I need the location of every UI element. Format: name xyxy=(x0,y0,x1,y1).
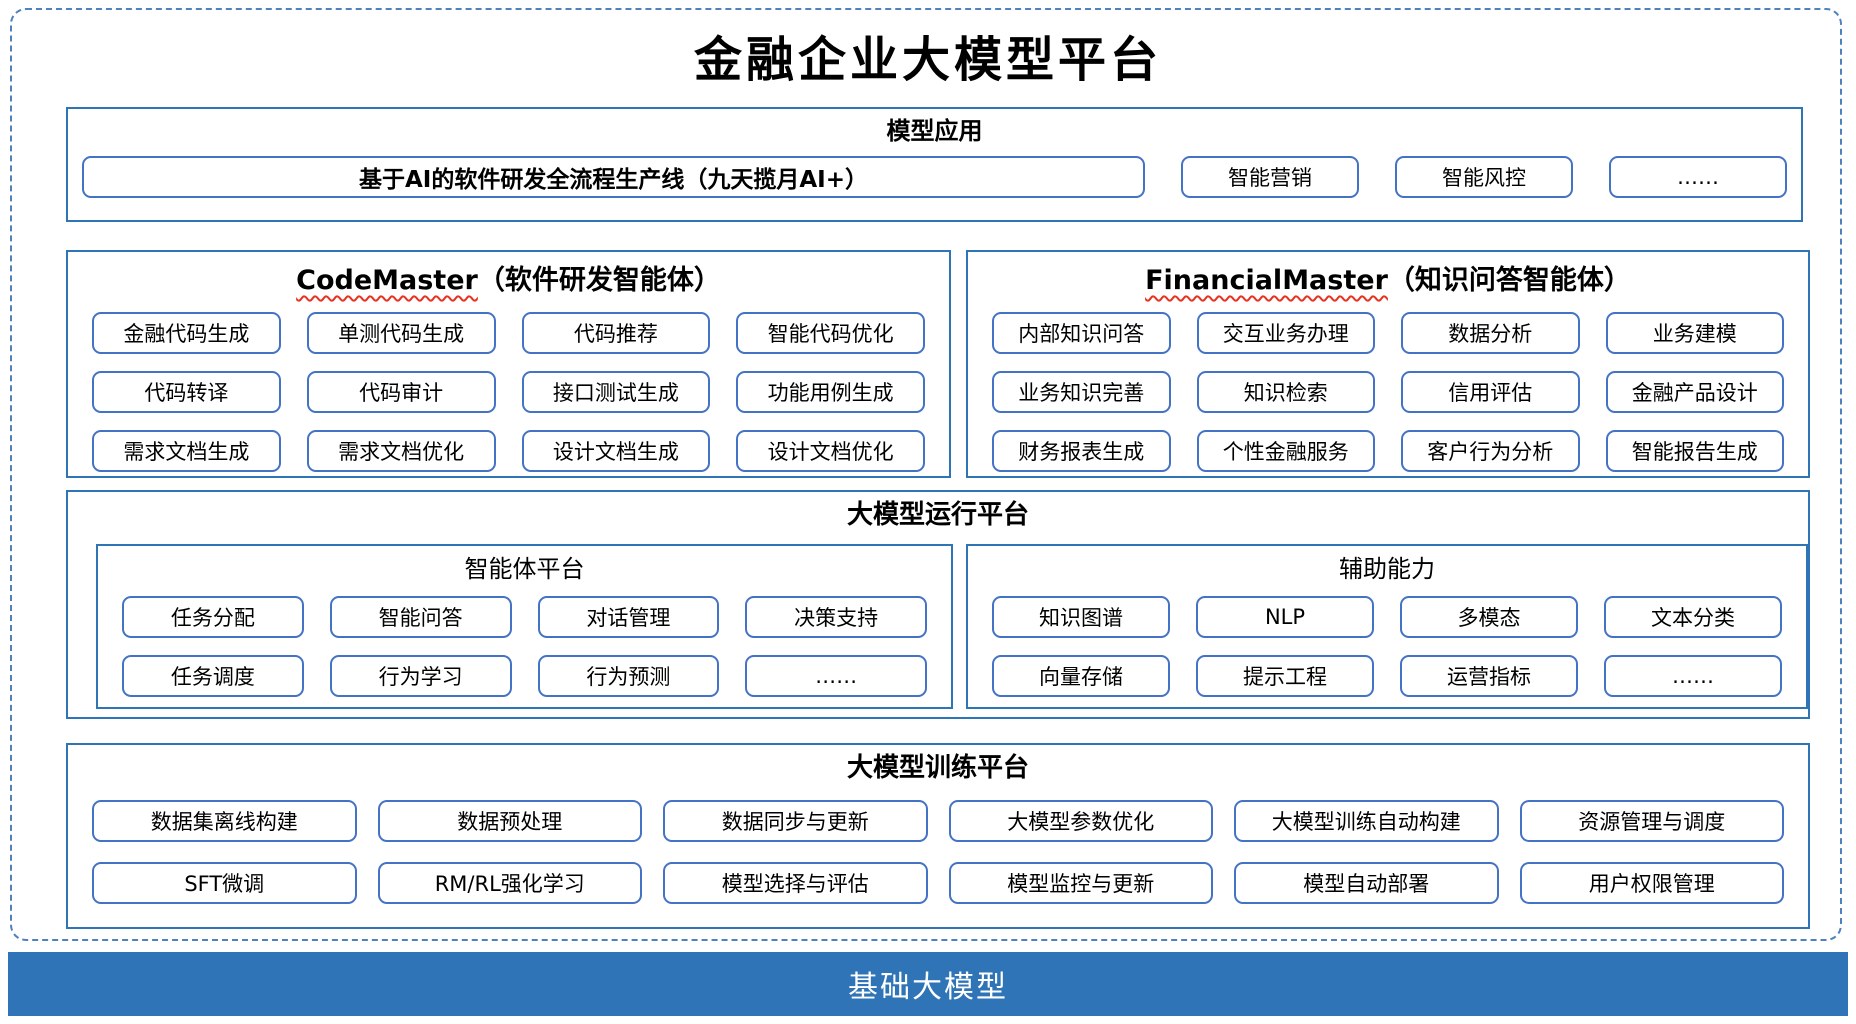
base-model-bar: 基础大模型 xyxy=(8,952,1848,1016)
training-platform-grid: 数据集离线构建 数据预处理 数据同步与更新 大模型参数优化 大模型训练自动构建 … xyxy=(92,800,1784,905)
capability-box: 行为学习 xyxy=(329,654,512,697)
capability-box: 文本分类 xyxy=(1604,595,1782,638)
capability-box: 数据分析 xyxy=(1401,311,1580,354)
capability-box: 单测代码生成 xyxy=(306,311,496,354)
runtime-platform-section: 大模型运行平台 智能体平台 任务分配 智能问答 对话管理 决策支持 任务调度 行… xyxy=(66,490,1810,719)
capability-box: 多模态 xyxy=(1400,595,1578,638)
capability-box: 智能代码优化 xyxy=(736,311,925,354)
capability-box: NLP xyxy=(1196,595,1374,638)
training-platform-section: 大模型训练平台 数据集离线构建 数据预处理 数据同步与更新 大模型参数优化 大模… xyxy=(66,743,1810,929)
capability-box: 业务知识完善 xyxy=(992,370,1171,413)
capability-box: 智能问答 xyxy=(329,595,512,638)
financialmaster-name: FinancialMaster xyxy=(1145,265,1388,296)
codemaster-section: CodeMaster（软件研发智能体） 金融代码生成 单测代码生成 代码推荐 智… xyxy=(66,250,951,478)
capability-box: 信用评估 xyxy=(1401,370,1580,413)
capability-box: 交互业务办理 xyxy=(1196,311,1375,354)
capability-box: 客户行为分析 xyxy=(1401,429,1580,472)
capability-box: 模型选择与评估 xyxy=(663,862,928,905)
capability-box: 金融代码生成 xyxy=(92,311,281,354)
capability-box: 模型自动部署 xyxy=(1234,862,1499,905)
capability-box: 用户权限管理 xyxy=(1519,862,1784,905)
capability-box: 知识图谱 xyxy=(992,595,1170,638)
auxiliary-capability-title: 辅助能力 xyxy=(1339,555,1435,583)
app-item-box-ellipsis: …… xyxy=(1609,155,1787,198)
model-application-title: 模型应用 xyxy=(886,117,983,145)
capability-box: 业务建模 xyxy=(1605,311,1784,354)
capability-box: 提示工程 xyxy=(1196,654,1374,697)
capability-box: 内部知识问答 xyxy=(992,311,1171,354)
codemaster-title: CodeMaster（软件研发智能体） xyxy=(68,264,949,298)
financialmaster-grid: 内部知识问答 交互业务办理 数据分析 业务建模 业务知识完善 知识检索 信用评估… xyxy=(992,311,1784,472)
capability-box: 资源管理与调度 xyxy=(1519,800,1784,843)
capability-box-ellipsis: …… xyxy=(1604,654,1782,697)
agent-platform-grid: 任务分配 智能问答 对话管理 决策支持 任务调度 行为学习 行为预测 …… xyxy=(122,595,927,697)
model-application-section: 模型应用 基于AI的软件研发全流程生产线（九天揽月AI+） 智能营销 智能风控 … xyxy=(66,107,1803,222)
capability-box: 行为预测 xyxy=(537,654,720,697)
codemaster-grid: 金融代码生成 单测代码生成 代码推荐 智能代码优化 代码转译 代码审计 接口测试… xyxy=(92,311,925,472)
capability-box: 决策支持 xyxy=(745,595,927,638)
capability-box: SFT微调 xyxy=(92,862,357,905)
capability-box: 接口测试生成 xyxy=(521,370,711,413)
financialmaster-section: FinancialMaster（知识问答智能体） 内部知识问答 交互业务办理 数… xyxy=(966,250,1810,478)
capability-box: 需求文档优化 xyxy=(306,429,496,472)
runtime-platform-title: 大模型运行平台 xyxy=(846,500,1029,530)
capability-box: 需求文档生成 xyxy=(92,429,281,472)
capability-box: 代码转译 xyxy=(92,370,281,413)
capability-box: 设计文档优化 xyxy=(736,429,925,472)
capability-box: 大模型参数优化 xyxy=(948,800,1213,843)
codemaster-name: CodeMaster xyxy=(296,265,478,296)
outer-dashed-frame xyxy=(10,8,1842,941)
capability-box: 数据同步与更新 xyxy=(663,800,928,843)
page-title: 金融企业大模型平台 xyxy=(693,32,1162,88)
capability-box: RM/RL强化学习 xyxy=(377,862,642,905)
capability-box: 金融产品设计 xyxy=(1605,370,1784,413)
capability-box: 数据预处理 xyxy=(377,800,642,843)
capability-box: 任务调度 xyxy=(122,654,304,697)
agent-platform-box: 智能体平台 任务分配 智能问答 对话管理 决策支持 任务调度 行为学习 行为预测… xyxy=(96,544,953,709)
capability-box: 任务分配 xyxy=(122,595,304,638)
capability-box: 代码推荐 xyxy=(521,311,711,354)
capability-box: 模型监控与更新 xyxy=(948,862,1213,905)
codemaster-subtitle: （软件研发智能体） xyxy=(477,265,721,296)
capability-box: 知识检索 xyxy=(1196,370,1375,413)
agent-platform-title: 智能体平台 xyxy=(464,555,585,583)
capability-box-ellipsis: …… xyxy=(745,654,927,697)
capability-box: 代码审计 xyxy=(306,370,496,413)
capability-box: 向量存储 xyxy=(992,654,1170,697)
capability-box: 财务报表生成 xyxy=(992,429,1171,472)
app-item-box: 智能营销 xyxy=(1181,155,1359,198)
capability-box: 数据集离线构建 xyxy=(92,800,357,843)
training-platform-title: 大模型训练平台 xyxy=(846,753,1029,783)
capability-box: 功能用例生成 xyxy=(736,370,925,413)
financialmaster-title: FinancialMaster（知识问答智能体） xyxy=(968,264,1808,298)
ai-pipeline-box: 基于AI的软件研发全流程生产线（九天揽月AI+） xyxy=(82,155,1145,198)
capability-box: 智能报告生成 xyxy=(1605,429,1784,472)
auxiliary-capability-grid: 知识图谱 NLP 多模态 文本分类 向量存储 提示工程 运营指标 …… xyxy=(992,595,1782,697)
auxiliary-capability-box: 辅助能力 知识图谱 NLP 多模态 文本分类 向量存储 提示工程 运营指标 …… xyxy=(966,544,1808,709)
capability-box: 个性金融服务 xyxy=(1196,429,1375,472)
capability-box: 对话管理 xyxy=(537,595,720,638)
capability-box: 设计文档生成 xyxy=(521,429,711,472)
app-item-box: 智能风控 xyxy=(1395,155,1573,198)
capability-box: 大模型训练自动构建 xyxy=(1234,800,1499,843)
financialmaster-subtitle: （知识问答智能体） xyxy=(1387,265,1631,296)
model-application-row: 基于AI的软件研发全流程生产线（九天揽月AI+） 智能营销 智能风控 …… xyxy=(68,155,1801,198)
capability-box: 运营指标 xyxy=(1400,654,1578,697)
